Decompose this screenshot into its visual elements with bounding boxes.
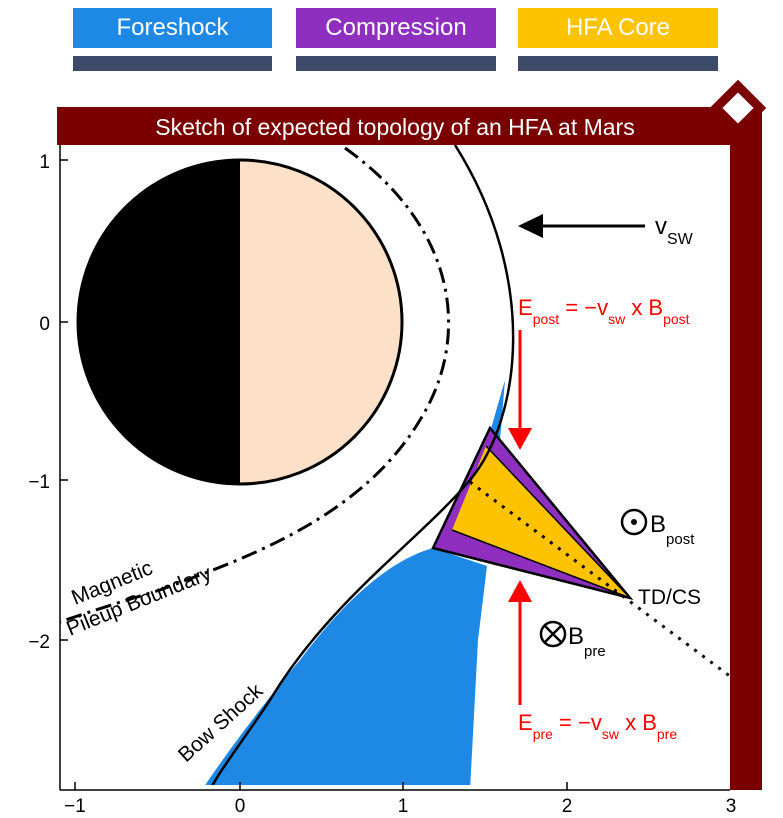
b-post-label: Bpost xyxy=(650,511,695,548)
e-post-label: Epost = −vsw x Bpost xyxy=(518,295,690,327)
td-cs-label: TD/CS xyxy=(638,586,701,609)
x-tick-label-m1: −1 xyxy=(64,796,86,817)
solar-wind-arrow-icon xyxy=(518,214,543,238)
x-tick-label-1: 1 xyxy=(398,796,409,817)
compression-upper-edge xyxy=(485,445,631,599)
vsw-label: vSW xyxy=(655,213,694,248)
hfa-core-region xyxy=(452,446,630,598)
x-tick-label-2: 2 xyxy=(562,796,573,817)
title-bar xyxy=(57,107,762,145)
legend-foreshock: Foreshock xyxy=(73,8,272,48)
y-tick-label-m2: −2 xyxy=(28,632,50,653)
b-post-dot-center xyxy=(631,519,637,525)
planet-night-side xyxy=(78,160,240,484)
y-tick-label-0: 0 xyxy=(39,314,50,335)
diagram-title: Sketch of expected topology of an HFA at… xyxy=(155,114,634,140)
legend-compression: Compression xyxy=(296,8,496,48)
compression-lower-edge xyxy=(451,529,631,599)
e-pre-label: Epre = −vsw x Bpre xyxy=(518,710,677,742)
b-post-dot-icon xyxy=(620,508,648,536)
legend-compression-bar xyxy=(296,56,496,71)
x-axis xyxy=(74,782,568,790)
x-tick-label-0: 0 xyxy=(235,796,246,817)
foreshock-region xyxy=(205,548,487,785)
y-axis xyxy=(60,159,68,641)
e-post-arrow-icon xyxy=(508,428,532,450)
planet-day-side xyxy=(240,160,402,484)
x-tick-label-3: 3 xyxy=(726,796,737,817)
b-pre-label: Bpre xyxy=(568,623,606,660)
e-pre-arrow-icon xyxy=(508,580,532,602)
foreshock-sliver xyxy=(490,380,505,440)
mpb-curve xyxy=(60,146,451,624)
y-tick-label-m1: −1 xyxy=(28,472,50,493)
right-frame-bar xyxy=(730,107,762,790)
bow-shock-curve xyxy=(211,145,515,785)
legend-foreshock-bar xyxy=(73,56,272,71)
planet-outline xyxy=(76,158,404,486)
legend-hfa-core: HFA Core xyxy=(518,8,718,48)
y-tick-label-1: 1 xyxy=(39,152,50,173)
b-pre-cross-icon xyxy=(539,620,567,648)
legend-hfa-core-bar xyxy=(518,56,718,71)
b-pre-cross-b xyxy=(544,625,562,643)
